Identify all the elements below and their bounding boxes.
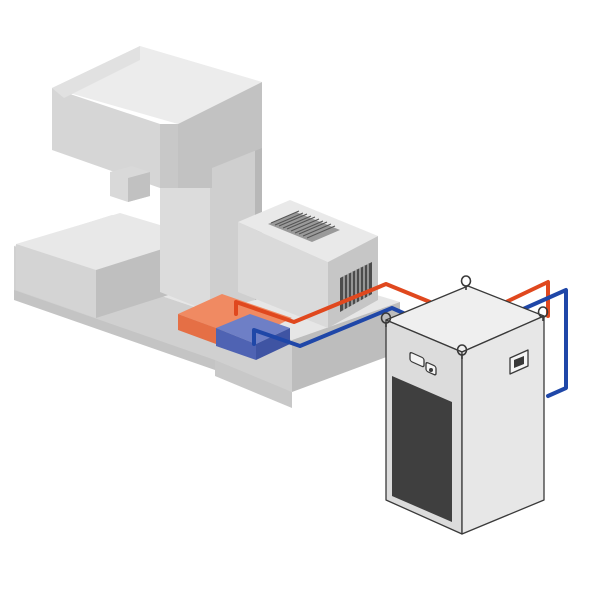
head-side bbox=[178, 82, 262, 188]
grille-icon bbox=[268, 210, 340, 242]
machine-base-plinth-front bbox=[14, 290, 215, 370]
lifting-eye-icon bbox=[460, 275, 472, 290]
cold-block-side bbox=[256, 328, 290, 360]
switch-icon bbox=[409, 351, 437, 376]
work-table-top bbox=[16, 213, 200, 270]
side-gauge-icon bbox=[509, 349, 529, 375]
cold-supply-line bbox=[252, 306, 412, 348]
chiller-front-panel bbox=[392, 376, 452, 522]
lifting-eye-icon bbox=[537, 306, 549, 321]
lifting-eye-icon bbox=[380, 312, 392, 327]
hot-return-line bbox=[234, 282, 432, 324]
coolant-lines bbox=[234, 280, 568, 398]
spindle-side bbox=[128, 172, 150, 202]
lifting-eye-icon bbox=[456, 344, 468, 359]
chiller-unit bbox=[385, 285, 545, 535]
work-table-front bbox=[16, 244, 96, 318]
cold-block-front bbox=[216, 328, 256, 360]
cold-supply-line-rear bbox=[510, 288, 568, 398]
lifting-eyes bbox=[380, 275, 549, 359]
machine-base-side bbox=[292, 302, 400, 392]
chiller-side bbox=[461, 315, 545, 535]
head-upper-front bbox=[52, 46, 140, 98]
head-front bbox=[52, 88, 160, 188]
head-mid bbox=[160, 124, 178, 188]
cabinet-front bbox=[238, 222, 328, 328]
machine-base-plinth bbox=[215, 360, 292, 408]
hot-block-front bbox=[178, 314, 216, 344]
hot-return-line-rear bbox=[504, 280, 550, 318]
